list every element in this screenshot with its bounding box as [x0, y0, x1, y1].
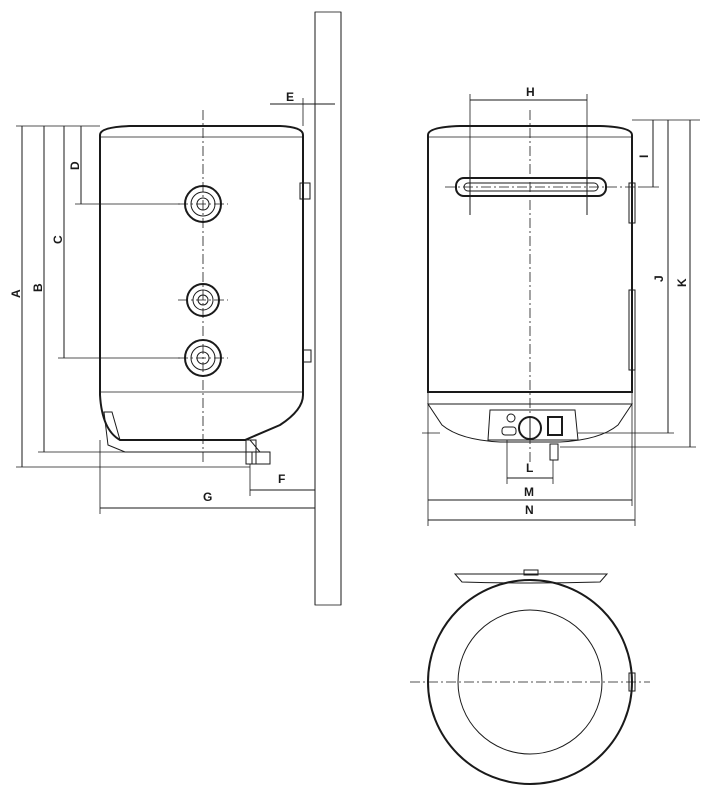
switch: [501, 426, 517, 436]
dim-label-a: A: [9, 289, 23, 298]
bottom-wall-bracket: [302, 349, 312, 363]
control-panel: [487, 409, 579, 461]
top-wall-bracket: [299, 182, 311, 200]
top-wall-plate: [453, 573, 609, 584]
dim-label-j: J: [652, 275, 666, 282]
dim-label-b: B: [31, 283, 45, 292]
dim-label-g: G: [203, 490, 212, 504]
wall-hatch: [314, 11, 342, 606]
side-outlet-fitting: [251, 451, 271, 465]
dim-label-n: N: [525, 503, 534, 517]
dim-label-i: I: [637, 155, 651, 158]
front-bottom-cover: [427, 403, 633, 443]
dim-label-k: K: [675, 278, 689, 287]
dim-label-l: L: [526, 461, 533, 475]
top-view: [410, 569, 650, 785]
indicator-lamp: [506, 413, 516, 423]
dim-label-h: H: [526, 85, 535, 99]
thermostat-knob: [518, 416, 542, 440]
display-box: [547, 416, 563, 436]
side-bottom-housing: [103, 411, 262, 453]
dim-label-m: M: [524, 485, 534, 499]
top-outer-circle: [427, 579, 633, 785]
side-tank-body: [99, 125, 304, 441]
dim-label-f: F: [278, 472, 285, 486]
front-side-bracket-top: [628, 182, 636, 224]
top-side-bracket: [628, 672, 636, 692]
dim-label-c: C: [51, 235, 65, 244]
front-view: H I J K L M N: [422, 85, 700, 526]
front-outlet-pipe: [549, 443, 559, 461]
dim-label-e: E: [286, 90, 294, 104]
dim-label-d: D: [68, 161, 82, 170]
mounting-rail: [455, 177, 607, 197]
top-inner-circle: [457, 609, 603, 755]
front-side-bracket-bottom: [628, 289, 636, 371]
side-view: A B C D E F G: [9, 11, 342, 606]
